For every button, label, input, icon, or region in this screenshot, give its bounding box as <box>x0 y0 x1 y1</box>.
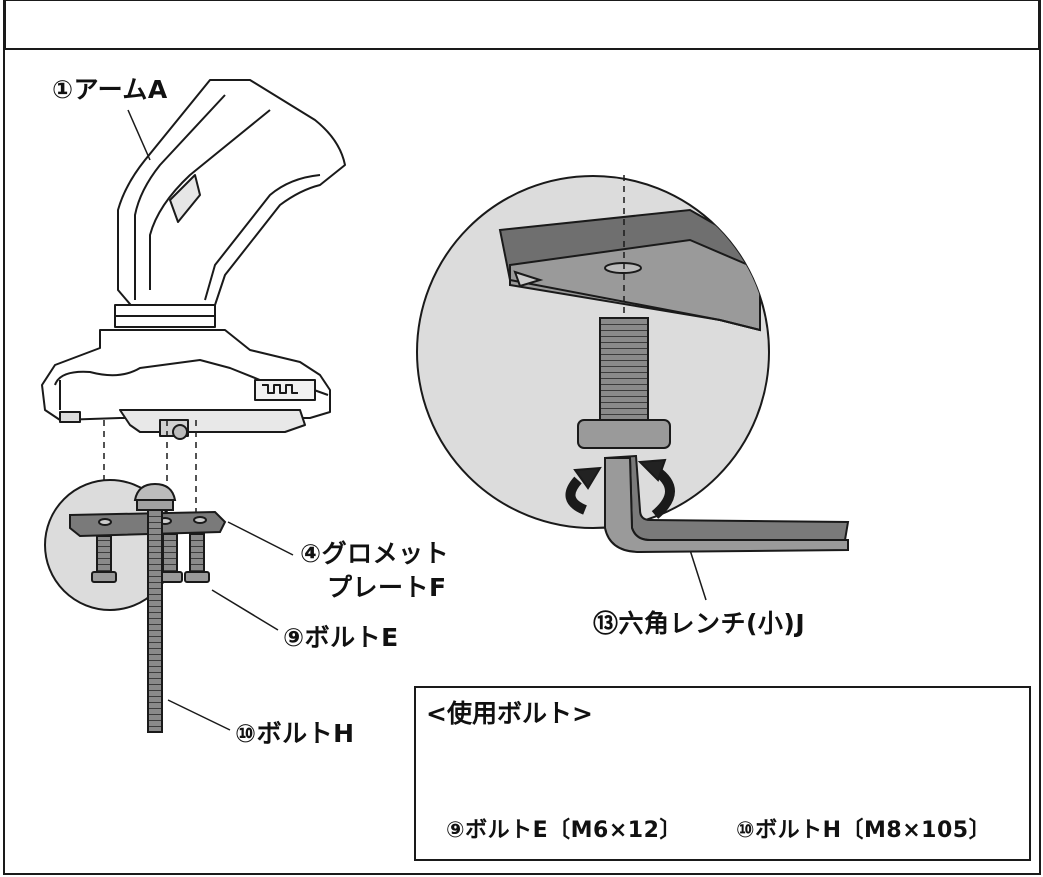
label-bolt-e: ⑨ボルトE <box>283 623 399 652</box>
bolt-e-detail <box>577 317 671 449</box>
arm-a <box>41 79 346 440</box>
rotation-arrow <box>565 458 675 519</box>
alignment-guides <box>103 420 197 525</box>
label-arm-a: ①アームA <box>52 75 168 104</box>
outer-border <box>3 0 1041 875</box>
label-grommet-line2: プレートF <box>327 573 447 602</box>
hex-wrench <box>604 454 850 554</box>
bolt-e-caption: ⑨ボルトE〔M6×12〕 <box>446 818 682 843</box>
leader-lines <box>127 109 707 731</box>
bolt-panel: <使用ボルト> ⑨ボルトE〔M6×12〕 ⑩ボルトH〔M8×105〕 <box>414 686 1031 861</box>
label-grommet-line1: ④グロメット <box>300 539 450 568</box>
label-hex-wrench: ⑬六角レンチ(小)J <box>593 609 806 638</box>
label-bolt-h: ⑩ボルトH <box>235 719 355 748</box>
bolt-h-long <box>133 482 177 733</box>
bolt-h-caption: ⑩ボルトH〔M8×105〕 <box>736 818 992 843</box>
bolt-panel-title: <使用ボルト> <box>426 699 593 728</box>
